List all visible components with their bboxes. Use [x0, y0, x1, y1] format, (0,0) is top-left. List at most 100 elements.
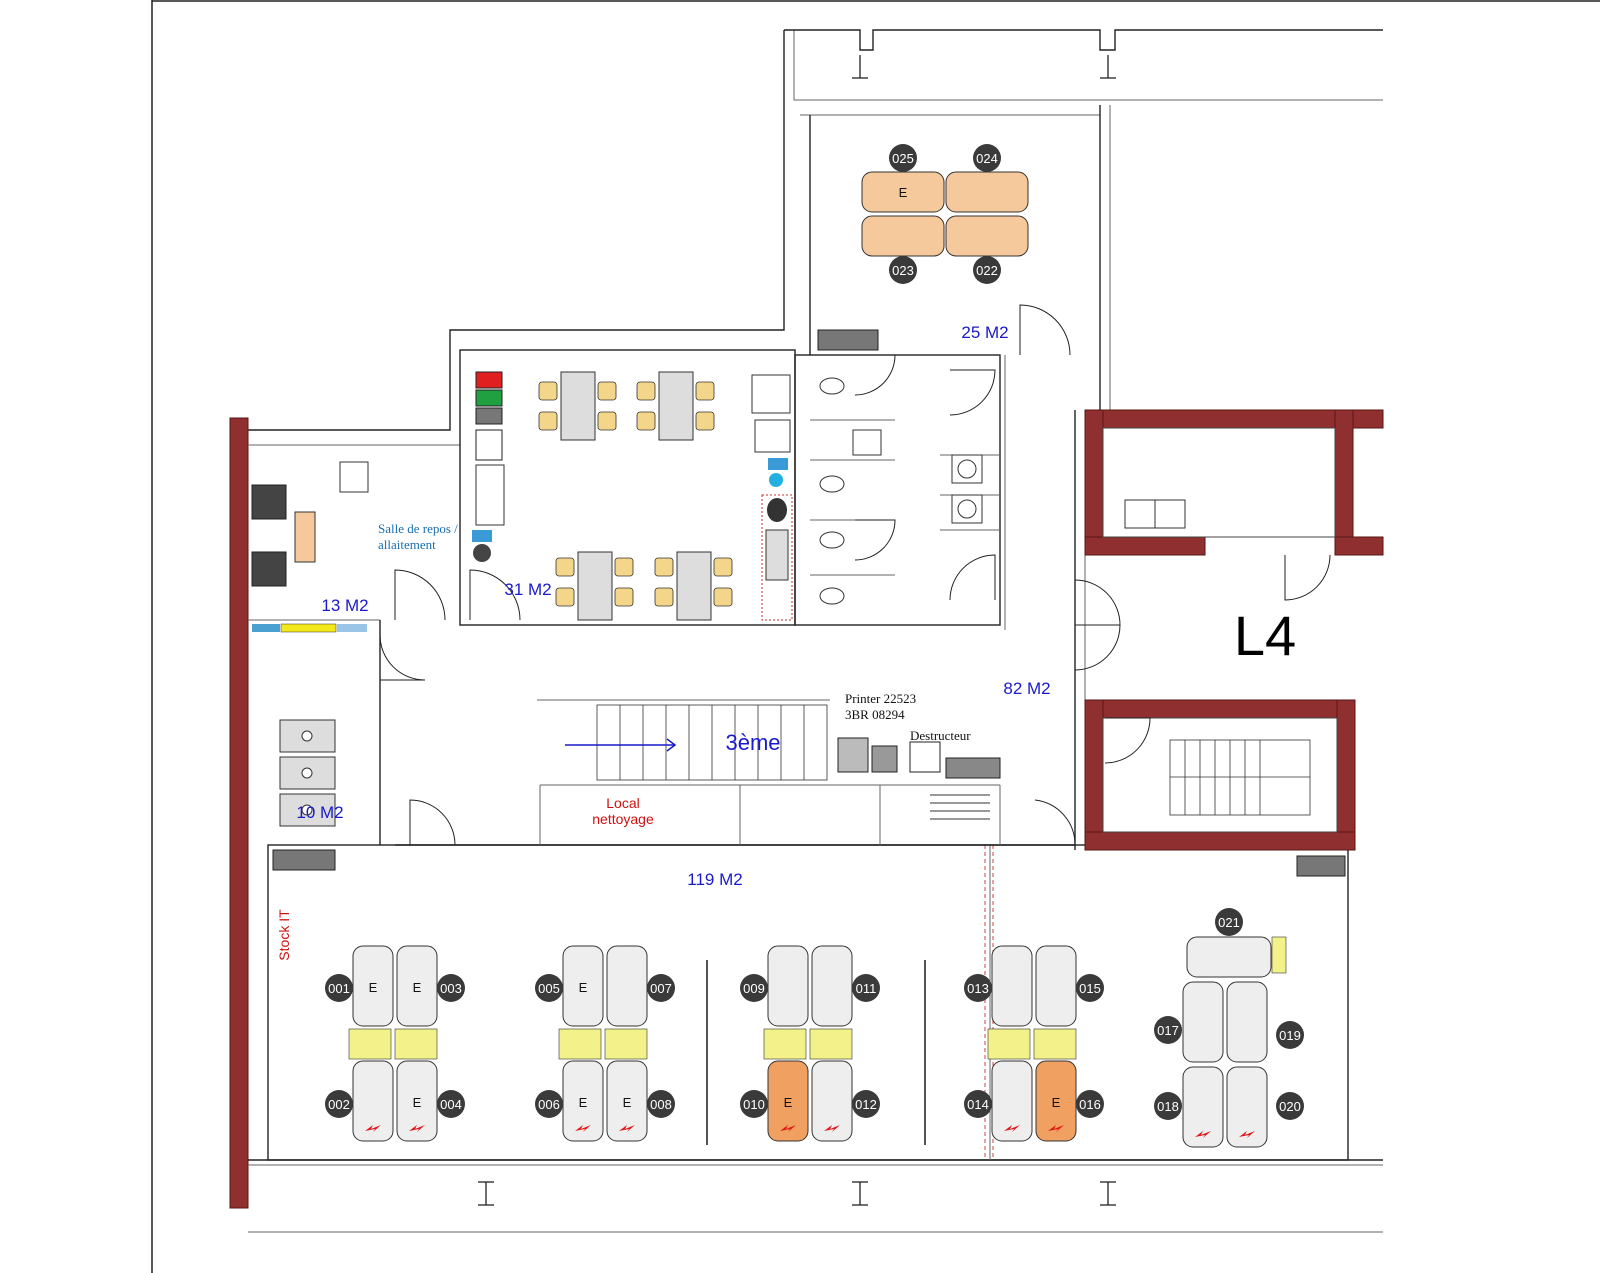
desk[interactable] [1182, 981, 1224, 1063]
drawer [604, 1028, 648, 1060]
seat-018[interactable]: 018 [1154, 1092, 1182, 1120]
seat-019[interactable]: 019 [1276, 1021, 1304, 1049]
desk[interactable] [396, 945, 438, 1027]
desk[interactable] [1226, 981, 1268, 1063]
seat-011[interactable]: 011 [852, 974, 880, 1002]
drawer [394, 1028, 438, 1060]
desk[interactable] [1035, 945, 1077, 1027]
desk[interactable] [1226, 1066, 1268, 1148]
cabinet [1296, 855, 1346, 877]
desk-letter: E [369, 980, 378, 995]
svg-text:002: 002 [328, 1097, 350, 1112]
seat-020[interactable]: 020 [1276, 1092, 1304, 1120]
power-icon [1048, 1125, 1064, 1132]
seat-015[interactable]: 015 [1076, 974, 1104, 1002]
svg-text:018: 018 [1157, 1099, 1179, 1114]
seat-024[interactable]: 024 [973, 144, 1001, 172]
cabinet [272, 849, 336, 871]
power-icon [780, 1125, 796, 1132]
desk[interactable] [352, 945, 394, 1027]
desk[interactable] [767, 1060, 809, 1142]
svg-text:011: 011 [856, 981, 877, 996]
desk[interactable] [1186, 936, 1272, 978]
seat-010[interactable]: 010 [740, 1090, 768, 1118]
seat-004[interactable]: 004 [437, 1090, 465, 1118]
desk[interactable] [606, 945, 648, 1027]
seat-013[interactable]: 013 [964, 974, 992, 1002]
desk[interactable] [562, 945, 604, 1027]
seat-025[interactable]: 025 [889, 144, 917, 172]
power-icon [1239, 1131, 1255, 1138]
desk[interactable] [606, 1060, 648, 1142]
seat-005[interactable]: 005 [535, 974, 563, 1002]
drawer [1271, 936, 1287, 974]
seat-014[interactable]: 014 [964, 1090, 992, 1118]
svg-text:024: 024 [976, 151, 998, 166]
desk[interactable] [396, 1060, 438, 1142]
svg-text:023: 023 [892, 263, 914, 278]
seat-016[interactable]: 016 [1076, 1090, 1104, 1118]
seat-008[interactable]: 008 [647, 1090, 675, 1118]
seat-017[interactable]: 017 [1154, 1016, 1182, 1044]
power-icon [409, 1125, 425, 1132]
desk[interactable] [811, 945, 853, 1027]
desk[interactable] [767, 945, 809, 1027]
svg-text:016: 016 [1079, 1097, 1101, 1112]
svg-text:020: 020 [1279, 1099, 1301, 1114]
drawer [1033, 1028, 1077, 1060]
desk[interactable] [811, 1060, 853, 1142]
meeting-table [945, 171, 1029, 213]
desk[interactable] [352, 1060, 394, 1142]
desk[interactable] [991, 1060, 1033, 1142]
seat-009[interactable]: 009 [740, 974, 768, 1002]
seat-001[interactable]: 001 [325, 974, 353, 1002]
seat-006[interactable]: 006 [535, 1090, 563, 1118]
seat-021[interactable]: 021 [1215, 908, 1243, 936]
power-icon [1195, 1131, 1211, 1138]
small-room [279, 719, 336, 827]
svg-text:014: 014 [967, 1097, 989, 1112]
svg-text:001: 001 [328, 981, 350, 996]
svg-text:025: 025 [892, 151, 914, 166]
seat-012[interactable]: 012 [852, 1090, 880, 1118]
drawer [558, 1028, 602, 1060]
svg-text:015: 015 [1079, 981, 1101, 996]
meeting-desk-letter: E [899, 185, 908, 200]
brick-cores [1084, 409, 1384, 851]
building-walls [229, 29, 1383, 1233]
shredder[interactable] [909, 741, 941, 773]
desk[interactable] [991, 945, 1033, 1027]
desk[interactable] [1035, 1060, 1077, 1142]
area-label-kitchen: 31 M2 [504, 580, 551, 599]
rest-room [251, 461, 369, 633]
meeting-table [861, 215, 945, 257]
seat-022[interactable]: 022 [973, 256, 1001, 284]
desk-letter: E [579, 980, 588, 995]
doors [379, 304, 1331, 846]
printer-label-2: 3BR 08294 [845, 707, 905, 722]
seat-002[interactable]: 002 [325, 1090, 353, 1118]
desk[interactable] [1182, 1066, 1224, 1148]
printer[interactable] [837, 737, 869, 773]
printer-area [837, 737, 1001, 820]
seat-023[interactable]: 023 [889, 256, 917, 284]
drawer [763, 1028, 807, 1060]
desk-cluster: 017 019 018 020 021 [1154, 908, 1304, 1148]
stairs-label: 3ème [725, 730, 780, 755]
desk-letter: E [413, 1095, 422, 1110]
seat-007[interactable]: 007 [647, 974, 675, 1002]
meeting-screen [817, 329, 879, 351]
svg-text:010: 010 [743, 1097, 765, 1112]
desk[interactable] [562, 1060, 604, 1142]
seat-003[interactable]: 003 [437, 974, 465, 1002]
svg-text:017: 017 [1157, 1023, 1179, 1038]
desk-letter: E [784, 1095, 793, 1110]
svg-text:003: 003 [440, 981, 462, 996]
svg-text:013: 013 [967, 981, 989, 996]
area-label-corridor: 82 M2 [1003, 679, 1050, 698]
